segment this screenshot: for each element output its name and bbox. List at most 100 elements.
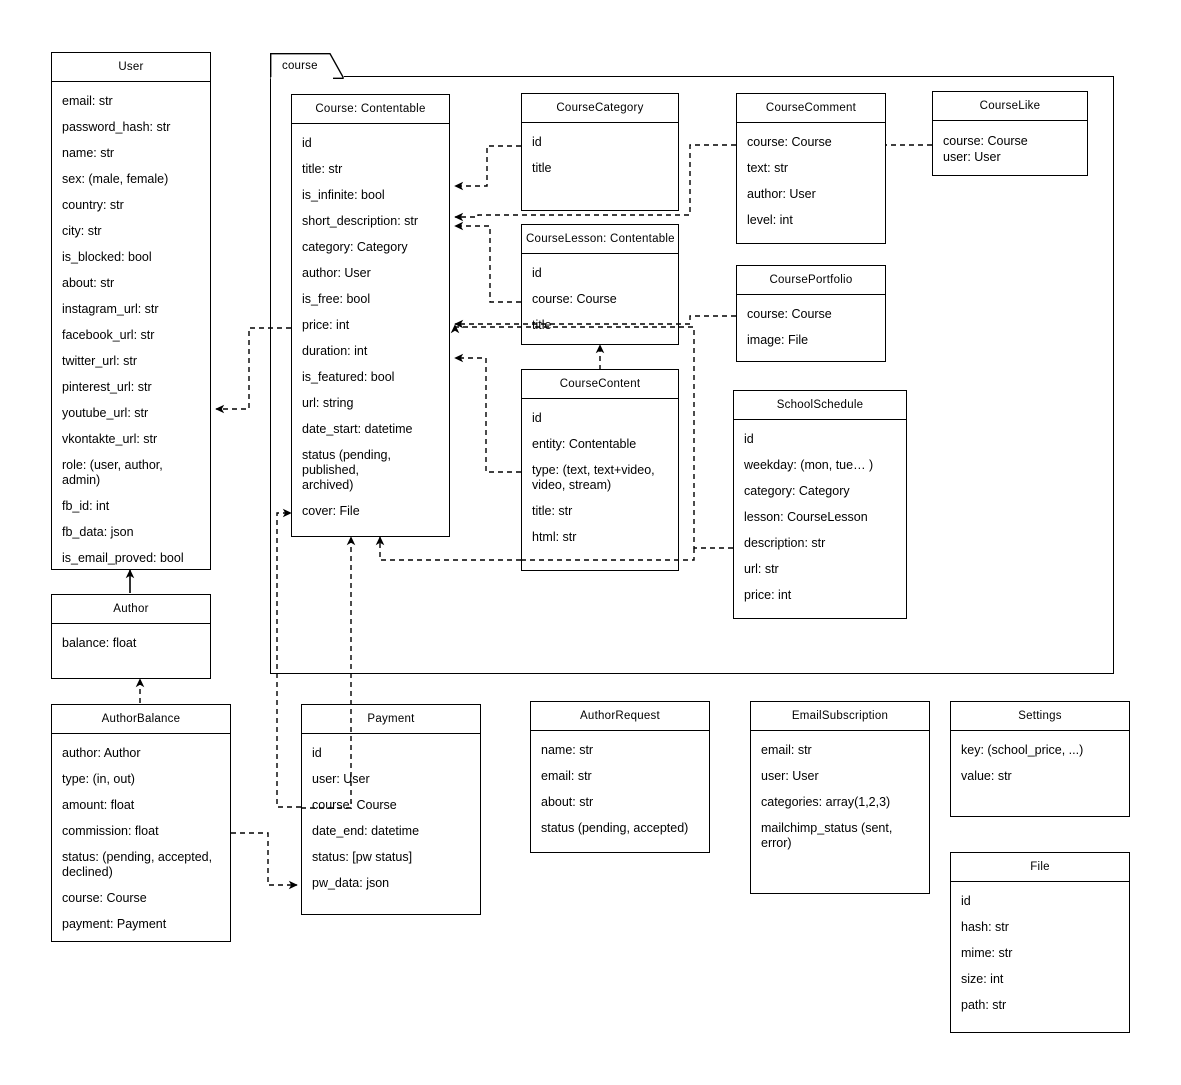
- attribute: entity: Contentable: [532, 437, 637, 451]
- attribute: title: str: [302, 162, 343, 176]
- attribute: text: str: [747, 161, 788, 175]
- class-box-schoolschedule[interactable]: SchoolSchedule id weekday: (mon, tue… ) …: [733, 390, 907, 619]
- class-attributes: email: str password_hash: str name: str …: [52, 82, 210, 576]
- attribute: vkontakte_url: str: [62, 432, 158, 446]
- attribute: html: str: [532, 530, 577, 544]
- class-title: CourseLike: [933, 92, 1087, 121]
- edge-authorbalance-payment-to-payment: [231, 832, 298, 890]
- class-box-authorrequest[interactable]: AuthorRequest name: str email: str about…: [530, 701, 710, 853]
- class-box-authorbalance[interactable]: AuthorBalance author: Author type: (in, …: [51, 704, 231, 942]
- class-box-courselike[interactable]: CourseLike course: Course user: User: [932, 91, 1088, 176]
- attribute: course: Course: [312, 798, 397, 812]
- attribute: size: int: [961, 972, 1004, 986]
- attribute: cover: File: [302, 504, 360, 518]
- class-box-course[interactable]: Course: Contentable id title: str is_inf…: [291, 94, 450, 537]
- class-box-author[interactable]: Author balance: float: [51, 594, 211, 679]
- class-box-user[interactable]: User email: str password_hash: str name:…: [51, 52, 211, 570]
- class-title: SchoolSchedule: [734, 391, 906, 420]
- attribute: status (pending, accepted): [541, 821, 689, 835]
- attribute: date_end: datetime: [312, 824, 420, 838]
- class-attributes: balance: float: [52, 624, 210, 678]
- class-attributes: name: str email: str about: str status (…: [531, 731, 709, 852]
- attribute: type: (in, out): [62, 772, 135, 786]
- class-box-courseportfolio[interactable]: CoursePortfolio course: Course image: Fi…: [736, 265, 886, 362]
- attribute: description: str: [744, 536, 826, 550]
- class-attributes: id hash: str mime: str size: int path: s…: [951, 882, 1129, 1032]
- class-box-emailsubscription[interactable]: EmailSubscription email: str user: User …: [750, 701, 930, 894]
- class-title: Author: [52, 595, 210, 624]
- attribute: fb_id: int: [62, 499, 110, 513]
- attribute: user: User: [312, 772, 370, 786]
- class-title: AuthorBalance: [52, 705, 230, 734]
- attribute: duration: int: [302, 344, 368, 358]
- attribute: about: str: [62, 276, 115, 290]
- attribute: pinterest_url: str: [62, 380, 152, 394]
- class-title: CourseComment: [737, 94, 885, 123]
- package-label: course: [282, 59, 318, 72]
- attribute: user: User: [761, 769, 819, 783]
- attribute: city: str: [62, 224, 102, 238]
- attribute: short_description: str: [302, 214, 419, 228]
- attribute: course: Course: [747, 135, 832, 149]
- attribute: level: int: [747, 213, 793, 227]
- attribute: mime: str: [961, 946, 1013, 960]
- attribute: id: [744, 432, 754, 446]
- attribute: is_free: bool: [302, 292, 371, 306]
- attribute: author: User: [747, 187, 816, 201]
- attribute: key: (school_price, ...): [961, 743, 1084, 757]
- attribute: youtube_url: str: [62, 406, 149, 420]
- attribute: facebook_url: str: [62, 328, 155, 342]
- class-box-coursecategory[interactable]: CourseCategory id title: [521, 93, 679, 211]
- attribute: role: (user, author, admin): [62, 458, 167, 487]
- attribute: fb_data: json: [62, 525, 134, 539]
- attribute: hash: str: [961, 920, 1009, 934]
- attribute: country: str: [62, 198, 124, 212]
- class-box-payment[interactable]: Payment id user: User course: Course dat…: [301, 704, 481, 915]
- class-title: User: [52, 53, 210, 82]
- attribute: password_hash: str: [62, 120, 171, 134]
- attribute: balance: float: [62, 636, 137, 650]
- class-attributes: id entity: Contentable type: (text, text…: [522, 399, 678, 570]
- package-tab: course: [270, 53, 344, 79]
- class-box-coursecomment[interactable]: CourseComment course: Course text: str a…: [736, 93, 886, 244]
- attribute: category: Category: [744, 484, 850, 498]
- class-title: CoursePortfolio: [737, 266, 885, 295]
- class-box-courselesson[interactable]: CourseLesson: Contentable id course: Cou…: [521, 224, 679, 345]
- attribute: weekday: (mon, tue… ): [744, 458, 874, 472]
- class-attributes: id user: User course: Course date_end: d…: [302, 734, 480, 914]
- attribute: status: (pending, accepted, declined): [62, 850, 213, 879]
- attribute: commission: float: [62, 824, 159, 838]
- attribute: title: [532, 318, 552, 332]
- class-attributes: id title: [522, 123, 678, 210]
- class-title: Course: Contentable: [292, 95, 449, 124]
- attribute: url: str: [744, 562, 779, 576]
- attribute: image: File: [747, 333, 809, 347]
- attribute: categories: array(1,2,3): [761, 795, 891, 809]
- attribute: course: Course: [943, 134, 1028, 148]
- class-box-settings[interactable]: Settings key: (school_price, ...) value:…: [950, 701, 1130, 817]
- attribute: price: int: [744, 588, 792, 602]
- attribute: author: User: [302, 266, 371, 280]
- attribute: course: Course: [532, 292, 617, 306]
- attribute: url: string: [302, 396, 354, 410]
- attribute: email: str: [541, 769, 592, 783]
- attribute: value: str: [961, 769, 1012, 783]
- class-box-file[interactable]: File id hash: str mime: str size: int pa…: [950, 852, 1130, 1033]
- class-box-coursecontent[interactable]: CourseContent id entity: Contentable typ…: [521, 369, 679, 571]
- attribute: date_start: datetime: [302, 422, 413, 436]
- attribute: title: str: [532, 504, 573, 518]
- class-attributes: id course: Course title: [522, 254, 678, 344]
- class-title: File: [951, 853, 1129, 882]
- attribute: id: [302, 136, 312, 150]
- attribute: sex: (male, female): [62, 172, 169, 186]
- attribute: instagram_url: str: [62, 302, 159, 316]
- class-attributes: author: Author type: (in, out) amount: f…: [52, 734, 230, 942]
- package-tab-shape: [270, 53, 344, 79]
- attribute: course: Course: [62, 891, 147, 905]
- attribute: status: [pw status]: [312, 850, 413, 864]
- attribute: twitter_url: str: [62, 354, 138, 368]
- attribute: id: [961, 894, 971, 908]
- attribute: name: str: [62, 146, 115, 160]
- attribute: amount: float: [62, 798, 135, 812]
- attribute: author: Author: [62, 746, 141, 760]
